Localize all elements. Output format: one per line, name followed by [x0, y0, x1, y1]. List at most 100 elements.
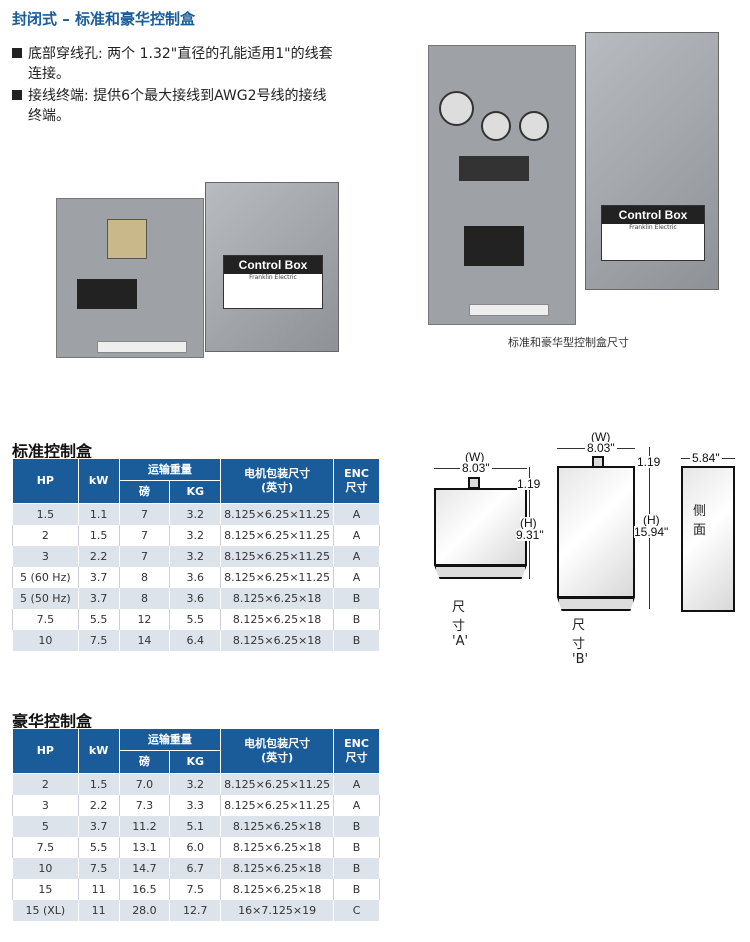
bullet-text: 终端。	[28, 108, 70, 124]
col-weight: 运输重量	[118, 728, 222, 751]
table-cell: 6.7	[169, 857, 222, 879]
table-cell: 10	[12, 857, 79, 879]
deluxe-box-closed-photo: Control Box Franklin Electric	[585, 32, 719, 290]
table-cell: 2.2	[77, 545, 120, 567]
enclosure-side	[681, 466, 735, 612]
table-cell: 7.5	[12, 608, 79, 630]
table-cell: 8.125×6.25×18	[220, 815, 335, 837]
table-cell: 8.125×6.25×11.25	[220, 545, 335, 567]
side-label: 侧面	[693, 504, 707, 538]
table-cell: 1.1	[77, 503, 120, 525]
table-cell: 3.2	[169, 545, 222, 567]
table-cell: 1.5	[77, 773, 120, 795]
table-cell: 7	[118, 524, 171, 546]
control-box-label: Control Box Franklin Electric	[601, 205, 705, 261]
table-cell: 12.7	[169, 899, 222, 921]
table-cell: 7.3	[118, 794, 171, 816]
table-cell: 2	[12, 524, 79, 546]
table-cell: 1.5	[77, 524, 120, 546]
col-kg: KG	[169, 750, 222, 774]
bullet-text: 底部穿线孔: 两个 1.32"直径的孔能适用1"的线套	[28, 46, 333, 62]
table-cell: 7.5	[77, 629, 120, 651]
table-cell: 11.2	[118, 815, 171, 837]
size-b-caption: 尺寸 'B'	[572, 618, 589, 667]
table-cell: 5 (50 Hz)	[12, 587, 79, 609]
table-cell: B	[333, 587, 380, 609]
table-cell: 8.125×6.25×11.25	[220, 566, 335, 588]
table-cell: 8.125×6.25×18	[220, 836, 335, 858]
table-cell: 15 (XL)	[12, 899, 79, 921]
col-lb: 磅	[118, 750, 171, 774]
table-cell: 7	[118, 503, 171, 525]
table-cell: 3.2	[169, 503, 222, 525]
table-cell: 6.0	[169, 836, 222, 858]
table-cell: 11	[77, 899, 120, 921]
bullet-1: 底部穿线孔: 两个 1.32"直径的孔能适用1"的线套 连接。	[12, 44, 392, 84]
col-kw: kW	[77, 728, 120, 774]
table-cell: A	[333, 566, 380, 588]
table-cell: 8	[118, 566, 171, 588]
table-cell: A	[333, 794, 380, 816]
table-cell: A	[333, 524, 380, 546]
bullet-square-icon	[12, 48, 22, 58]
table-cell: 8.125×6.25×18	[220, 878, 335, 900]
table-cell: 5	[12, 815, 79, 837]
table-cell: C	[333, 899, 380, 921]
table-cell: 11	[77, 878, 120, 900]
table-cell: 14.7	[118, 857, 171, 879]
bullet-text: 连接。	[28, 66, 70, 82]
table-cell: B	[333, 836, 380, 858]
table-cell: 13.1	[118, 836, 171, 858]
table-cell: 12	[118, 608, 171, 630]
standard-table-title: 标准控制盒	[12, 442, 93, 461]
col-kg: KG	[169, 480, 222, 504]
table-cell: 5.5	[77, 608, 120, 630]
col-lb: 磅	[118, 480, 171, 504]
enclosure-a	[434, 488, 527, 566]
table-cell: B	[333, 857, 380, 879]
table-cell: 16.5	[118, 878, 171, 900]
size-a-caption: 尺寸 'A'	[452, 600, 469, 649]
table-cell: 8.125×6.25×11.25	[220, 524, 335, 546]
table-cell: 8.125×6.25×11.25	[220, 503, 335, 525]
standard-box-closed-photo: Control Box Franklin Electric	[205, 182, 339, 352]
deluxe-table-title: 豪华控制盒	[12, 712, 93, 731]
table-cell: 7.5	[77, 857, 120, 879]
enclosure-b	[557, 466, 635, 598]
table-cell: 5.5	[169, 608, 222, 630]
table-cell: A	[333, 773, 380, 795]
table-cell: 3.2	[169, 524, 222, 546]
bullet-2: 接线终端: 提供6个最大接线到AWG2号线的接线 终端。	[12, 86, 392, 126]
col-hp: HP	[12, 458, 79, 504]
table-cell: 2.2	[77, 794, 120, 816]
table-cell: 2	[12, 773, 79, 795]
table-cell: 8	[118, 587, 171, 609]
table-cell: 8.125×6.25×11.25	[220, 773, 335, 795]
col-dims: 电机包装尺寸(英寸)	[220, 458, 335, 504]
col-hp: HP	[12, 728, 79, 774]
table-cell: 1.5	[12, 503, 79, 525]
bullet-text: 接线终端: 提供6个最大接线到AWG2号线的接线	[28, 88, 327, 104]
deluxe-box-open-photo	[428, 45, 576, 325]
table-cell: 16×7.125×19	[220, 899, 335, 921]
table-cell: 3.2	[169, 773, 222, 795]
page-title: 封闭式 – 标准和豪华控制盒	[12, 10, 195, 28]
table-cell: 8.125×6.25×18	[220, 629, 335, 651]
col-kw: kW	[77, 458, 120, 504]
table-cell: 7.0	[118, 773, 171, 795]
table-cell: 5 (60 Hz)	[12, 566, 79, 588]
bullet-square-icon	[12, 90, 22, 100]
table-cell: B	[333, 608, 380, 630]
table-cell: 5.5	[77, 836, 120, 858]
control-box-label: Control Box Franklin Electric	[223, 255, 323, 309]
